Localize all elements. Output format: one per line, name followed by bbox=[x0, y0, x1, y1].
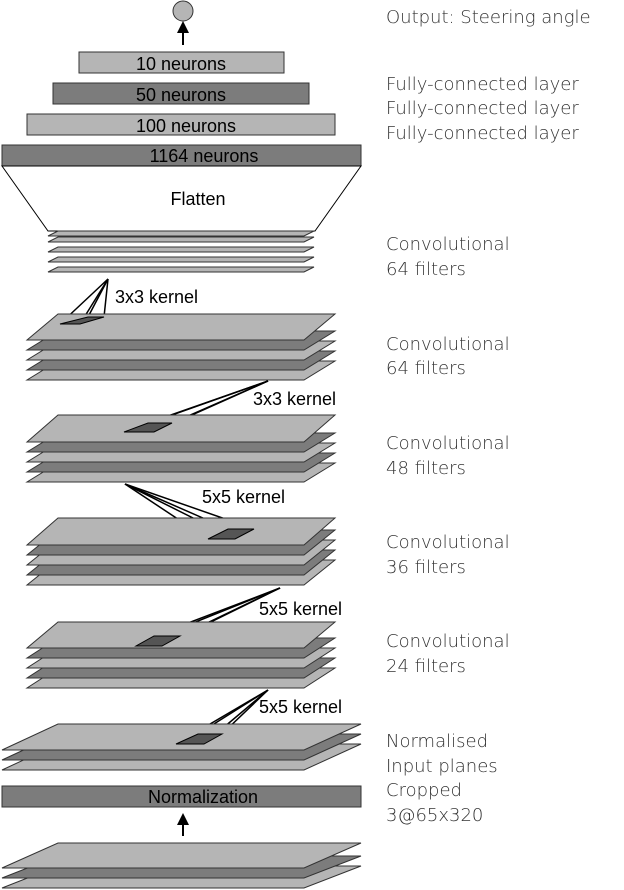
dense-layer-50-label: 50 neurons bbox=[136, 85, 226, 105]
kernel-patch-3 bbox=[207, 528, 255, 540]
conv-label-1-line2: 24 filters bbox=[386, 656, 466, 677]
conv-label-2-line2: 36 filters bbox=[386, 557, 466, 578]
kernel-label-5: 5x5 kernel bbox=[259, 697, 342, 717]
dense-layers: 10 neurons 50 neurons 100 neurons 1164 n… bbox=[1, 51, 362, 167]
conv-layer-3-planes bbox=[25, 414, 337, 483]
dense-layer-100-label: 100 neurons bbox=[136, 116, 236, 136]
normalised-label-line2: Input planes bbox=[386, 756, 498, 777]
fc-label-1: Fully-connected layer bbox=[386, 74, 579, 95]
normalization-layer bbox=[1, 785, 362, 808]
kernel-patch-2 bbox=[123, 422, 173, 433]
conv-label-3-line1: Convolutional bbox=[386, 433, 510, 454]
dense-layer-10-label: 10 neurons bbox=[136, 54, 226, 74]
conv-label-5-line2: 64 filters bbox=[386, 259, 466, 280]
kernel-label-2: 3x3 kernel bbox=[253, 389, 336, 409]
kernel-patch-5 bbox=[175, 733, 224, 745]
cropped-label-line1: Cropped bbox=[386, 780, 462, 801]
fc-label-3: Fully-connected layer bbox=[386, 123, 579, 144]
dense-layer-50 bbox=[52, 82, 310, 105]
conv-layer-5-planes bbox=[47, 230, 315, 273]
dense-layer-10 bbox=[78, 51, 285, 74]
output-neuron bbox=[172, 0, 194, 22]
kernel-label-4: 5x5 kernel bbox=[259, 599, 342, 619]
output-label: Output: Steering angle bbox=[386, 7, 591, 28]
cropped-input-planes bbox=[1, 842, 362, 889]
conv-label-2-line1: Convolutional bbox=[386, 532, 510, 553]
fc-label-2: Fully-connected layer bbox=[386, 98, 579, 119]
normalised-input-planes bbox=[1, 723, 362, 771]
conv-label-5-line1: Convolutional bbox=[386, 234, 510, 255]
conv-layer-4-planes bbox=[25, 313, 337, 381]
normalization-label: Normalization bbox=[148, 787, 258, 807]
kernel-patch-1 bbox=[59, 316, 105, 325]
kernel-patch-4 bbox=[134, 635, 182, 647]
dense-layer-100 bbox=[26, 113, 336, 136]
flatten-label: Flatten bbox=[170, 189, 225, 209]
cropped-label-line2: 3@65x320 bbox=[386, 805, 483, 826]
conv-label-1-line1: Convolutional bbox=[386, 631, 510, 652]
flatten-shape bbox=[1, 165, 362, 232]
conv-layer-2-planes bbox=[25, 517, 337, 586]
kernel-label-1: 3x3 kernel bbox=[115, 287, 198, 307]
dense-layer-1164-label: 1164 neurons bbox=[150, 146, 259, 166]
normalised-label-line1: Normalised bbox=[386, 731, 488, 752]
kernel-label-3: 5x5 kernel bbox=[202, 487, 285, 507]
conv-label-4-line2: 64 filters bbox=[386, 358, 466, 379]
conv-label-4-line1: Convolutional bbox=[386, 334, 510, 355]
conv-layer-1-planes bbox=[25, 621, 337, 689]
side-labels: Output: Steering angle Fully-connected l… bbox=[386, 7, 591, 826]
conv-label-3-line2: 48 filters bbox=[386, 458, 466, 479]
